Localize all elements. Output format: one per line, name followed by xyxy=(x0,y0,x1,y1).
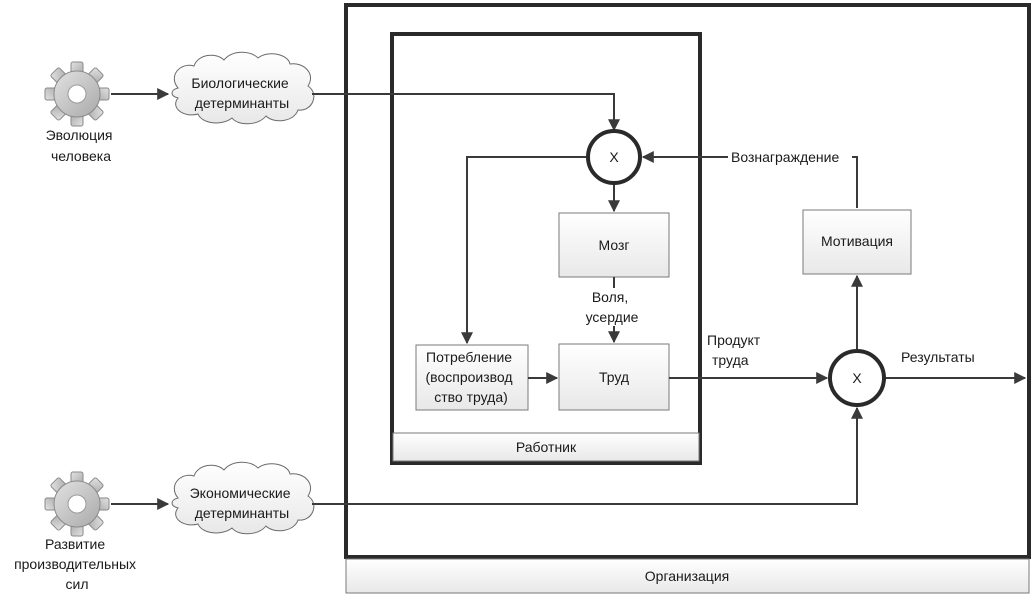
upper-multiply-junction: X xyxy=(586,129,642,185)
labor-label: Труд xyxy=(599,369,629,385)
motivation-box: Мотивация xyxy=(802,209,912,275)
organization-container: Организация xyxy=(344,3,1031,594)
evolution-gear-icon xyxy=(44,61,110,127)
motivation-label: Мотивация xyxy=(821,233,893,249)
svg-text:Экономические детерминан: Экономические детерминанты xyxy=(190,485,295,521)
svg-text:X: X xyxy=(852,370,862,386)
worker-container: Работник xyxy=(390,32,702,465)
product-label: Продукт труда xyxy=(707,332,764,368)
biological-determinants-cloud: Биологические детерминанты xyxy=(171,51,315,125)
organization-label-bar xyxy=(345,558,1030,594)
results-label: Результаты xyxy=(901,349,975,365)
brain-box: Мозг xyxy=(558,212,670,278)
productive-forces-gear-icon xyxy=(44,471,110,537)
worker-label-bar xyxy=(392,432,700,462)
svg-text:Биологические детерминан: Биологические детерминанты xyxy=(191,75,292,111)
svg-text:X: X xyxy=(609,149,619,165)
lower-multiply-junction: X xyxy=(828,349,886,407)
economic-determinants-cloud: Экономические детерминанты xyxy=(171,461,315,535)
evolution-label: Эволюция человека xyxy=(46,127,117,164)
productive-forces-label: Развитие производительных сил xyxy=(14,536,140,592)
brain-label: Мозг xyxy=(599,237,630,253)
reward-label: Вознаграждение xyxy=(731,149,839,165)
will-label: Воля, усердие xyxy=(586,289,639,325)
consumption-label: Потребление (воспроизвод ство труда) xyxy=(426,349,517,405)
organization-label: Организация xyxy=(645,568,729,584)
consumption-box: Потребление (воспроизвод ство труда) xyxy=(415,344,529,411)
connectors xyxy=(111,88,1027,510)
labor-box: Труд xyxy=(558,343,670,411)
worker-label: Работник xyxy=(516,439,577,455)
